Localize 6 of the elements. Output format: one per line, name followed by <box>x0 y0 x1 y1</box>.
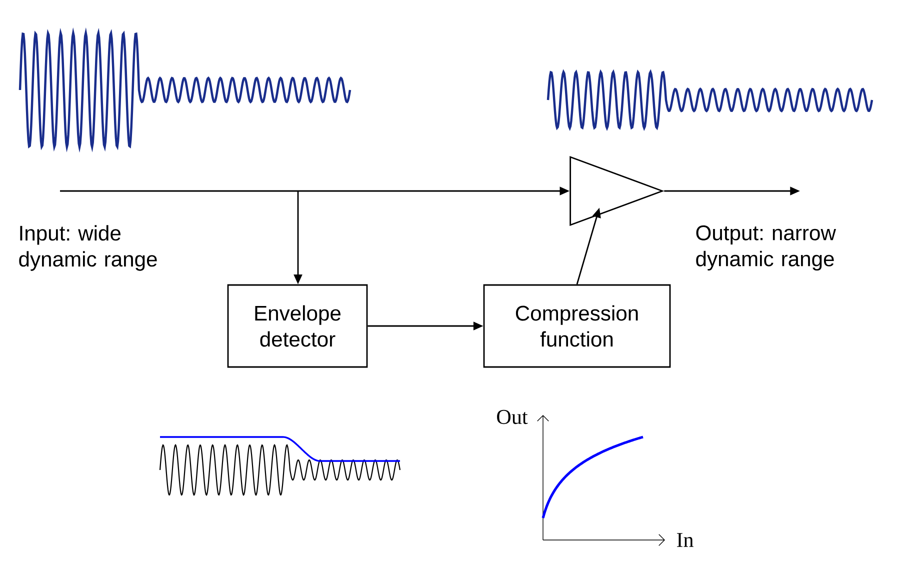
process-box: Envelope detector <box>227 284 368 368</box>
process-box: Compression function <box>483 284 671 368</box>
axis-label: In <box>676 533 694 547</box>
axis-label: Out <box>497 410 528 424</box>
input-label: Input: wide dynamic range <box>19 225 157 271</box>
output-label: Output: narrow dynamic range <box>696 225 836 271</box>
